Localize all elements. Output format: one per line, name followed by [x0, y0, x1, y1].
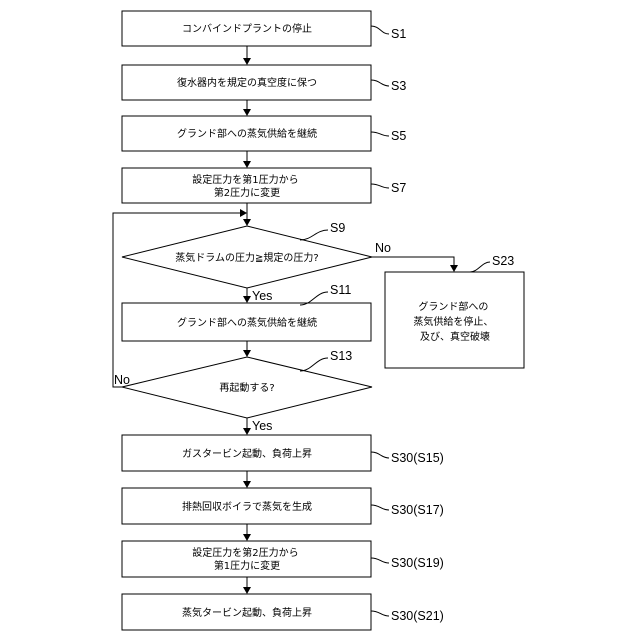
s13-no-label: No [114, 373, 130, 387]
leader-s3 [371, 80, 389, 86]
edge-s9-s23 [372, 257, 454, 265]
arrowhead-s9 [243, 219, 251, 226]
arrowhead-s17 [243, 481, 251, 488]
step-s1-text: コンバインドプラントの停止 [182, 22, 312, 35]
tag-s11: S11 [330, 283, 351, 297]
leader-s9 [300, 230, 328, 240]
step-s15-text: ガスタービン起動、負荷上昇 [182, 447, 312, 460]
leader-s5 [371, 132, 389, 136]
leader-s7 [371, 184, 389, 188]
arrowhead-s19 [243, 534, 251, 541]
tag-s9: S9 [330, 221, 345, 235]
tag-s1: S1 [391, 27, 406, 41]
arrowhead-s7 [243, 161, 251, 168]
leader-s15 [371, 452, 389, 458]
leader-s19 [371, 558, 389, 563]
step-s21-text: 蒸気タービン起動、負荷上昇 [182, 606, 312, 619]
s9-no-label: No [375, 241, 391, 255]
tag-s5: S5 [391, 129, 406, 143]
tag-s23: S23 [492, 254, 514, 268]
tag-s3: S3 [391, 79, 406, 93]
decision-s9-text: 蒸気ドラムの圧力≧規定の圧力? [175, 251, 318, 264]
arrowhead-s15 [243, 428, 251, 435]
arrowhead-loop [240, 209, 247, 217]
tag-s13: S13 [330, 349, 352, 363]
tag-s21: S30(S21) [391, 609, 444, 623]
step-s23-text: グランド部への 蒸気供給を停止、 及び、真空破壊 [413, 300, 496, 343]
arrowhead-s11 [243, 296, 251, 303]
step-s11-text: グランド部への蒸気供給を継続 [177, 316, 317, 329]
step-s5-text: グランド部への蒸気供給を継続 [177, 127, 317, 140]
tag-s19: S30(S19) [391, 556, 444, 570]
step-s17-text: 排熱回収ボイラで蒸気を生成 [182, 500, 312, 513]
step-s3-text: 復水器内を規定の真空度に保つ [177, 76, 317, 89]
leader-s21 [371, 611, 389, 616]
decision-s13-text: 再起動する? [219, 381, 274, 394]
leader-s1 [371, 26, 389, 34]
arrowhead-s21 [243, 587, 251, 594]
s9-yes-label: Yes [252, 289, 272, 303]
arrowhead-s5 [243, 109, 251, 116]
leader-s23 [470, 262, 490, 272]
tag-s17: S30(S17) [391, 503, 444, 517]
arrowhead-s3 [243, 58, 251, 65]
s13-yes-label: Yes [252, 419, 272, 433]
tag-s15: S30(S15) [391, 451, 444, 465]
arrowhead-s13 [243, 350, 251, 357]
tag-s7: S7 [391, 181, 406, 195]
arrowhead-s23 [450, 265, 458, 272]
leader-s13 [300, 358, 328, 371]
leader-s17 [371, 505, 389, 510]
